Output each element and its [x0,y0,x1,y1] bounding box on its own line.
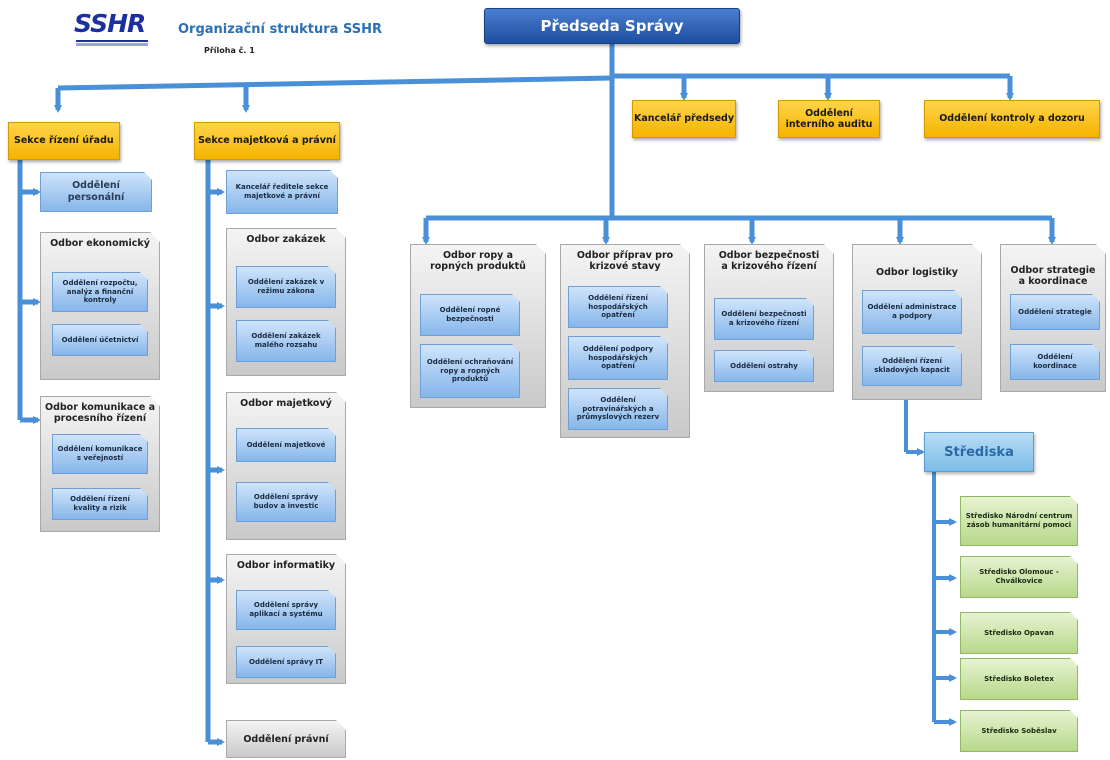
sub-unit-box: Oddělení rozpočtu, analýz a finanční kon… [52,272,148,312]
sub-unit-box: Oddělení řízení hospodářských opatření [568,286,668,328]
sub-unit-box: Oddělení strategie [1010,294,1100,330]
sshr-logo: SSHR [74,10,154,50]
sub-unit-box: Oddělení podpory hospodářských opatření [568,336,668,380]
center-box: Středisko Soběslav [960,710,1078,752]
staff-unit-box: Oddělení kontroly a dozoru [924,100,1100,138]
department-title: Oddělení právní [243,733,329,745]
department-title: Odbor strategie a koordinace [1010,265,1096,288]
sub-unit-box: Oddělení ropné bezpečnosti [420,294,520,336]
center-box: Středisko Boletex [960,658,1078,700]
department-box: Oddělení právní [226,720,346,758]
department-title: Odbor majetkový [240,398,332,409]
center-box: Středisko Opavan [960,612,1078,654]
sub-unit-box: Oddělení řízení skladových kapacit [862,346,962,386]
department-title: Odbor bezpečnosti a krizového řízení [718,250,820,273]
department-title: Odbor informatiky [236,560,336,571]
logo-tagline-bar [76,43,148,46]
sub-unit-box: Oddělení zakázek malého rozsahu [236,320,336,362]
sub-unit-box: Oddělení majetkové [236,428,336,462]
centers-header-box: Střediska [924,432,1034,472]
sub-unit-box: Oddělení ochraňování ropy a ropných prod… [420,344,520,398]
section-box-property: Sekce majetková a právní [194,122,340,160]
department-title: Odbor komunikace a procesního řízení [45,402,155,425]
staff-unit-box: Oddělení interního auditu [778,100,880,138]
department-title: Odbor ropy a ropných produktů [430,250,526,273]
logo-underline [76,40,148,42]
sub-unit-box: Oddělení potravinářských a průmyslových … [568,388,668,430]
sub-unit-box: Oddělení administrace a podpory [862,290,962,334]
center-box: Středisko Národní centrum zásob humanitá… [960,496,1078,546]
sub-unit-box: Oddělení řízení kvality a rizik [52,488,148,520]
sub-unit-box: Oddělení ostrahy [714,350,814,382]
sub-unit-box: Oddělení bezpečnosti a krizového řízení [714,298,814,340]
department-title: Odbor zakázek [246,234,326,245]
chairman-box: Předseda Správy [484,8,740,44]
department-title: Odbor ekonomický [50,238,150,249]
sub-unit-box: Oddělení správy budov a investic [236,482,336,522]
page-title: Organizační struktura SSHR [178,22,383,37]
unit-box: Oddělení personální [40,172,152,212]
department-title: Odbor příprav pro krizové stavy [576,250,674,273]
section-box-management: Sekce řízení úřadu [8,122,120,160]
sub-unit-box: Oddělení účetnictví [52,324,148,356]
page-subtitle: Příloha č. 1 [204,46,255,55]
staff-unit-box: Kancelář předsedy [632,100,736,138]
sub-unit-box: Oddělení komunikace s veřejností [52,434,148,474]
unit-box: Kancelář ředitele sekce majetkové a práv… [226,170,338,214]
sub-unit-box: Oddělení správy IT [236,646,336,678]
sub-unit-box: Oddělení správy aplikací a systému [236,590,336,630]
department-title: Odbor logistiky [876,267,958,278]
sub-unit-box: Oddělení koordinace [1010,344,1100,380]
sub-unit-box: Oddělení zakázek v režimu zákona [236,266,336,308]
center-box: Středisko Olomouc - Chválkovice [960,556,1078,598]
logo-text: SSHR [74,9,146,38]
